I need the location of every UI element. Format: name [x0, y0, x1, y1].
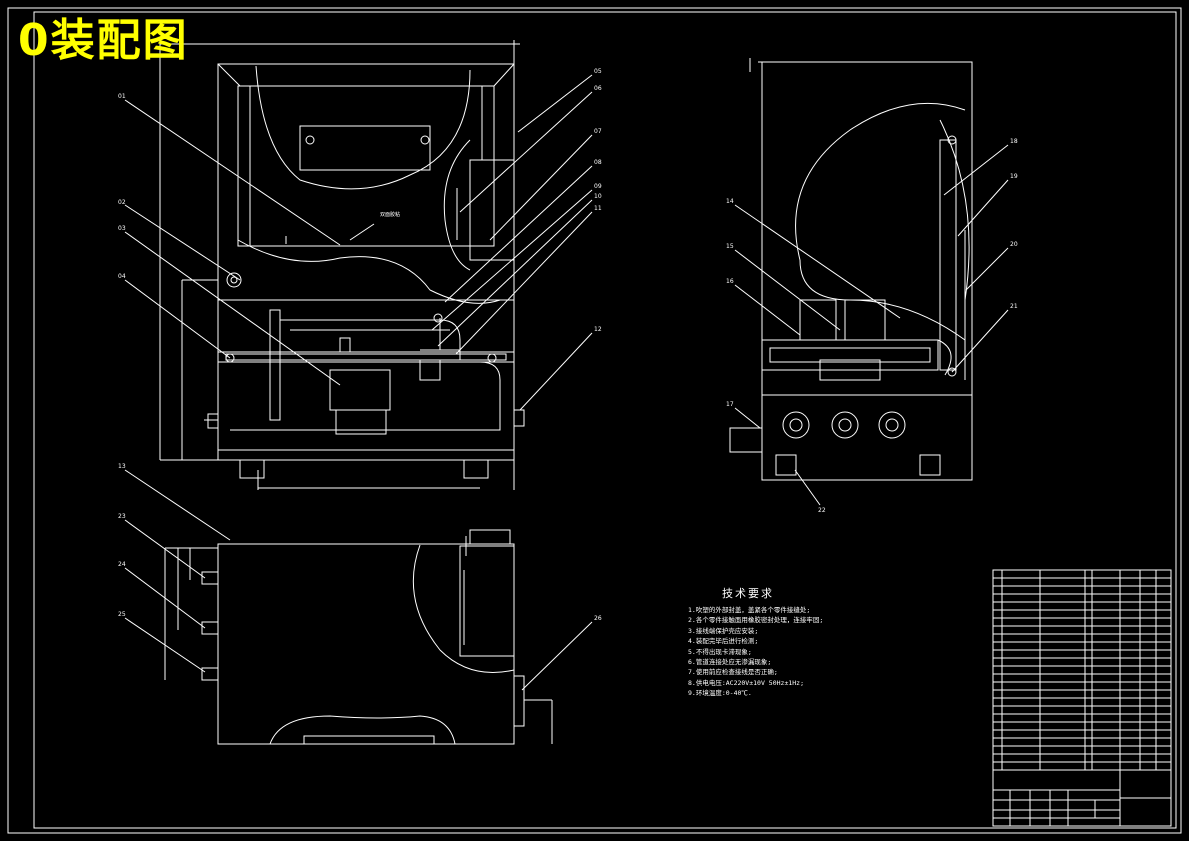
side-view: [729, 58, 973, 481]
callout-label: 09: [594, 183, 602, 190]
requirement-item: 2.各个零件接触面用橡胶密封处理，连接牢固;: [688, 616, 824, 625]
callout-label: 08: [594, 159, 602, 166]
requirement-item: 9.环境温度:0-40℃.: [688, 689, 752, 698]
callout-label: 13: [118, 463, 126, 470]
side-view-leaders: [734, 144, 1009, 506]
bottom-view-leaders: [124, 519, 593, 691]
callout-label: 05: [594, 68, 602, 75]
requirement-item: 8.供电电压:AC220V±10V 50Hz±1Hz;: [688, 678, 805, 687]
inner-border: [33, 11, 1177, 829]
drawing-title: 0装配图: [18, 15, 189, 66]
callout-label: 26: [594, 615, 602, 622]
outer-border: [7, 7, 1182, 834]
callout-label: 12: [594, 326, 602, 333]
callout-label: 21: [1010, 303, 1018, 310]
callout-label: 22: [818, 507, 826, 514]
callout-label: 25: [118, 611, 126, 618]
requirement-item: 4.装配完毕后进行检测;: [688, 637, 759, 646]
svg-text:双面胶粘: 双面胶粘: [380, 211, 400, 218]
front-view-leaders: [124, 74, 593, 541]
callout-label: 17: [726, 401, 734, 408]
callout-label: 01: [118, 93, 126, 100]
callout-label: 24: [118, 561, 126, 568]
requirement-item: 5.不得出现卡滞现象;: [688, 647, 752, 656]
callout-label: 15: [726, 243, 734, 250]
title-block: [992, 769, 1172, 827]
callout-label: 04: [118, 273, 126, 280]
parts-list: [992, 569, 1172, 771]
callout-label: 14: [726, 198, 734, 205]
bottom-view: [164, 529, 553, 745]
callout-labels: 01 02 03 04 05 06 07 08 09 10 11 12 13 1…: [118, 68, 1018, 622]
technical-requirements-list: 1.吹塑的外部封盖，盖紧各个零件接缝处; 2.各个零件接触面用橡胶密封处理，连接…: [688, 605, 823, 699]
callout-label: 10: [594, 193, 602, 200]
callout-label: 19: [1010, 173, 1018, 180]
callout-label: 02: [118, 199, 126, 206]
requirement-item: 7.使用前应检查接线是否正确;: [688, 668, 778, 677]
callout-label: 11: [594, 205, 602, 212]
callout-label: 06: [594, 85, 602, 92]
requirement-item: 1.吹塑的外部封盖，盖紧各个零件接缝处;: [688, 606, 811, 614]
callout-label: 07: [594, 128, 602, 135]
callout-label: 20: [1010, 241, 1018, 248]
requirement-item: 3.接线端保护壳应安装;: [688, 626, 759, 635]
technical-requirements-title: 技术要求: [722, 587, 774, 600]
callout-label: 03: [118, 225, 126, 232]
callout-label: 18: [1010, 138, 1018, 145]
requirement-item: 6.管道连接处应无渗漏现象;: [688, 658, 772, 667]
callout-label: 16: [726, 278, 734, 285]
callout-label: 23: [118, 513, 126, 520]
front-view: 双面胶粘: [159, 40, 525, 490]
